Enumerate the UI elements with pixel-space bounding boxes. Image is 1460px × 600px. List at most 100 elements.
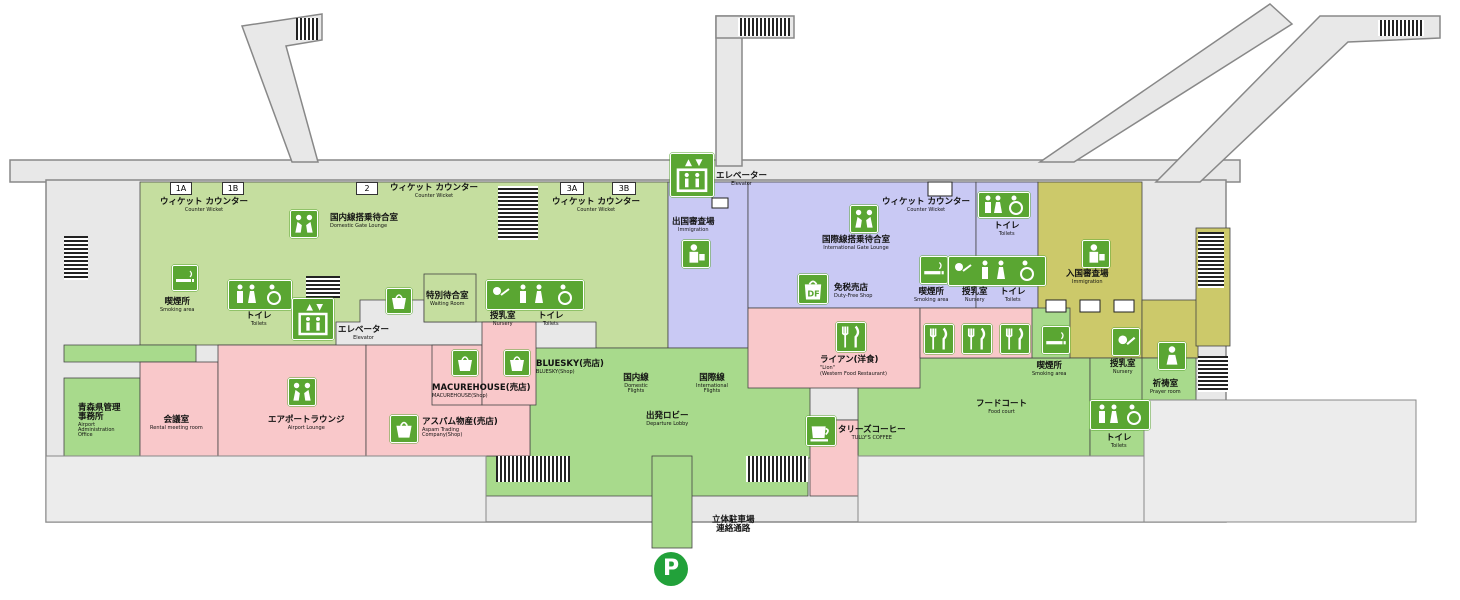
stair-elevator-left [306,276,340,298]
smoking-label-intl: 喫煙所 Smoking area [914,288,948,303]
parking-link-label: 立体駐車場 連絡通路 [712,516,755,534]
smoking-jp: 喫煙所 [1036,361,1062,371]
toilet-icon-west [228,280,292,310]
counter-1a[interactable]: 1A [170,182,192,195]
domestic-lounge-en: Domestic Gate Lounge [330,222,388,229]
counter-label-3: ウィケット カウンター Counter Wicket [552,198,640,213]
duty-free-en: Duty-Free Shop [834,292,873,299]
nursery-jp: 授乳室 [1110,359,1136,369]
macurehouse-jp: MACUREHOUSE(売店) [432,383,531,393]
elevator-icon[interactable] [670,153,714,197]
duty-free-jp: 免税売店 [834,283,869,293]
parking-link-line1: 立体駐車場 [712,515,755,525]
food-court-jp: フードコート [976,399,1028,409]
coffee-icon [806,416,836,446]
toilet-en: Toilets [542,320,559,327]
food-court-en: Food court [988,408,1015,415]
nursery-en: Nursery [964,296,985,303]
shop-icon-bluesky [504,350,530,376]
counter-2[interactable]: 2 [356,182,378,195]
toilet-en: Toilets [1110,442,1127,449]
airport-lounge-jp: エアポートラウンジ [268,415,345,425]
nursery-en: Nursery [1112,368,1133,375]
smoking-icon-intl [920,256,948,284]
office-jp: 青森県管理事務所 [78,403,121,422]
restaurant-label: ライアン(洋食) "Lion" (Western Food Restaurant… [820,356,887,377]
waiting-room-jp: 特別待合室 [426,291,469,301]
counter-label-en: Counter Wicket [184,206,224,213]
nursery-jp: 授乳室 [962,287,988,297]
toilet-label-east: トイレ Toilets [1106,434,1132,449]
counter-label-2: ウィケット カウンター Counter Wicket [390,184,478,199]
toilet-icon-east [1090,400,1150,430]
toilet-en: Toilets [998,230,1015,237]
stair-ne [1378,20,1424,36]
domestic-flights-label: 国内線 Domestic Flights [616,374,656,394]
nursery-label-intl: 授乳室 Nursery [962,288,988,303]
counter-label-jp: ウィケット カウンター [552,197,640,207]
tullys-en: TULLY'S COFFEE [851,434,892,441]
nursery-toilet-icon-intl [948,256,1046,286]
waiting-room-label: 特別待合室 Waiting Room [426,292,469,307]
smoking-jp: 喫煙所 [164,297,190,307]
counter-3a[interactable]: 3A [560,182,584,195]
aspam-jp: アスパム物産(売店) [422,417,498,427]
bluesky-en: BLUESKY(Shop) [536,368,575,375]
smoking-en: Smoking area [914,296,949,303]
smoking-icon-west [172,265,198,291]
food-court-label: フードコート Food court [976,400,1027,415]
smoking-jp: 喫煙所 [918,287,944,297]
counter-label-en: Counter Wicket [906,206,946,213]
parking-icon[interactable]: P [654,552,688,586]
stair-east [1198,356,1228,392]
intl-gate-lounge-area [747,181,977,309]
nursery-label-east: 授乳室 Nursery [1110,360,1136,375]
elevator-label-west: エレベーター Elevator [338,326,389,341]
meeting-room-label: 会議室 Rental meeting room [150,416,203,431]
immigration-out-jp: 出国審査場 [672,217,715,227]
macurehouse-en: MACUREHOUSE(Shop) [432,392,488,399]
toilet-jp: トイレ [538,311,564,321]
svg-text:DF: DF [807,289,819,299]
south-wall-left [45,455,487,523]
counter-label-jp: ウィケット カウンター [882,197,970,207]
counter-1b[interactable]: 1B [222,182,244,195]
intl-lounge-icon [850,205,878,233]
intl-lounge-en: International Gate Lounge [823,244,889,251]
smoking-icon-east [1042,326,1070,354]
aspam-label: アスパム物産(売店) Aspam Trading Company(Shop) [422,418,498,438]
waiting-room-en: Waiting Room [429,300,465,307]
toilet-label-intl2: トイレ Toilets [1000,288,1026,303]
nursery-label-west: 授乳室 Nursery [490,312,516,327]
departure-lobby-en: Departure Lobby [646,420,689,427]
nursery-en: Nursery [492,320,513,327]
smoking-label-west: 喫煙所 Smoking area [160,298,194,313]
intl-flights-jp: 国際線 [699,373,725,383]
tullys-jp: タリーズコーヒー [838,425,906,435]
tullys-label: タリーズコーヒー TULLY'S COFFEE [838,426,906,441]
domestic-flights-jp: 国内線 [623,373,649,383]
office-en: Airport Administration Office [78,421,115,439]
intl-lounge-label: 国際線搭乗待合室 International Gate Lounge [822,236,890,251]
counter-3b[interactable]: 3B [612,182,636,195]
counter-label-jp: ウィケット カウンター [160,197,248,207]
smoking-en: Smoking area [1032,370,1067,377]
restaurant-area [747,307,921,389]
toilet-en: Toilets [250,320,267,327]
toilet-jp: トイレ [1106,433,1132,443]
elevator-jp: エレベーター [338,325,390,335]
toilet-label-nursery: トイレ Toilets [538,312,564,327]
immigration-out-en: Immigration [678,226,709,233]
toilet-jp: トイレ [246,311,272,321]
stair-nw [296,18,318,40]
nursery-toilet-icon [486,280,584,310]
shop-icon-macure [452,350,478,376]
immigration-in-label: 入国審査場 Immigration [1066,270,1109,285]
stair-domestic [498,186,538,240]
immigration-in-jp: 入国審査場 [1066,269,1109,279]
counter-label-jp: ウィケット カウンター [390,183,478,193]
shop-icon-waiting [386,288,412,314]
aspam-en: Aspam Trading Company(Shop) [422,426,463,439]
elevator-icon-west[interactable] [292,298,334,340]
counter-label-en: Counter Wicket [414,192,454,199]
